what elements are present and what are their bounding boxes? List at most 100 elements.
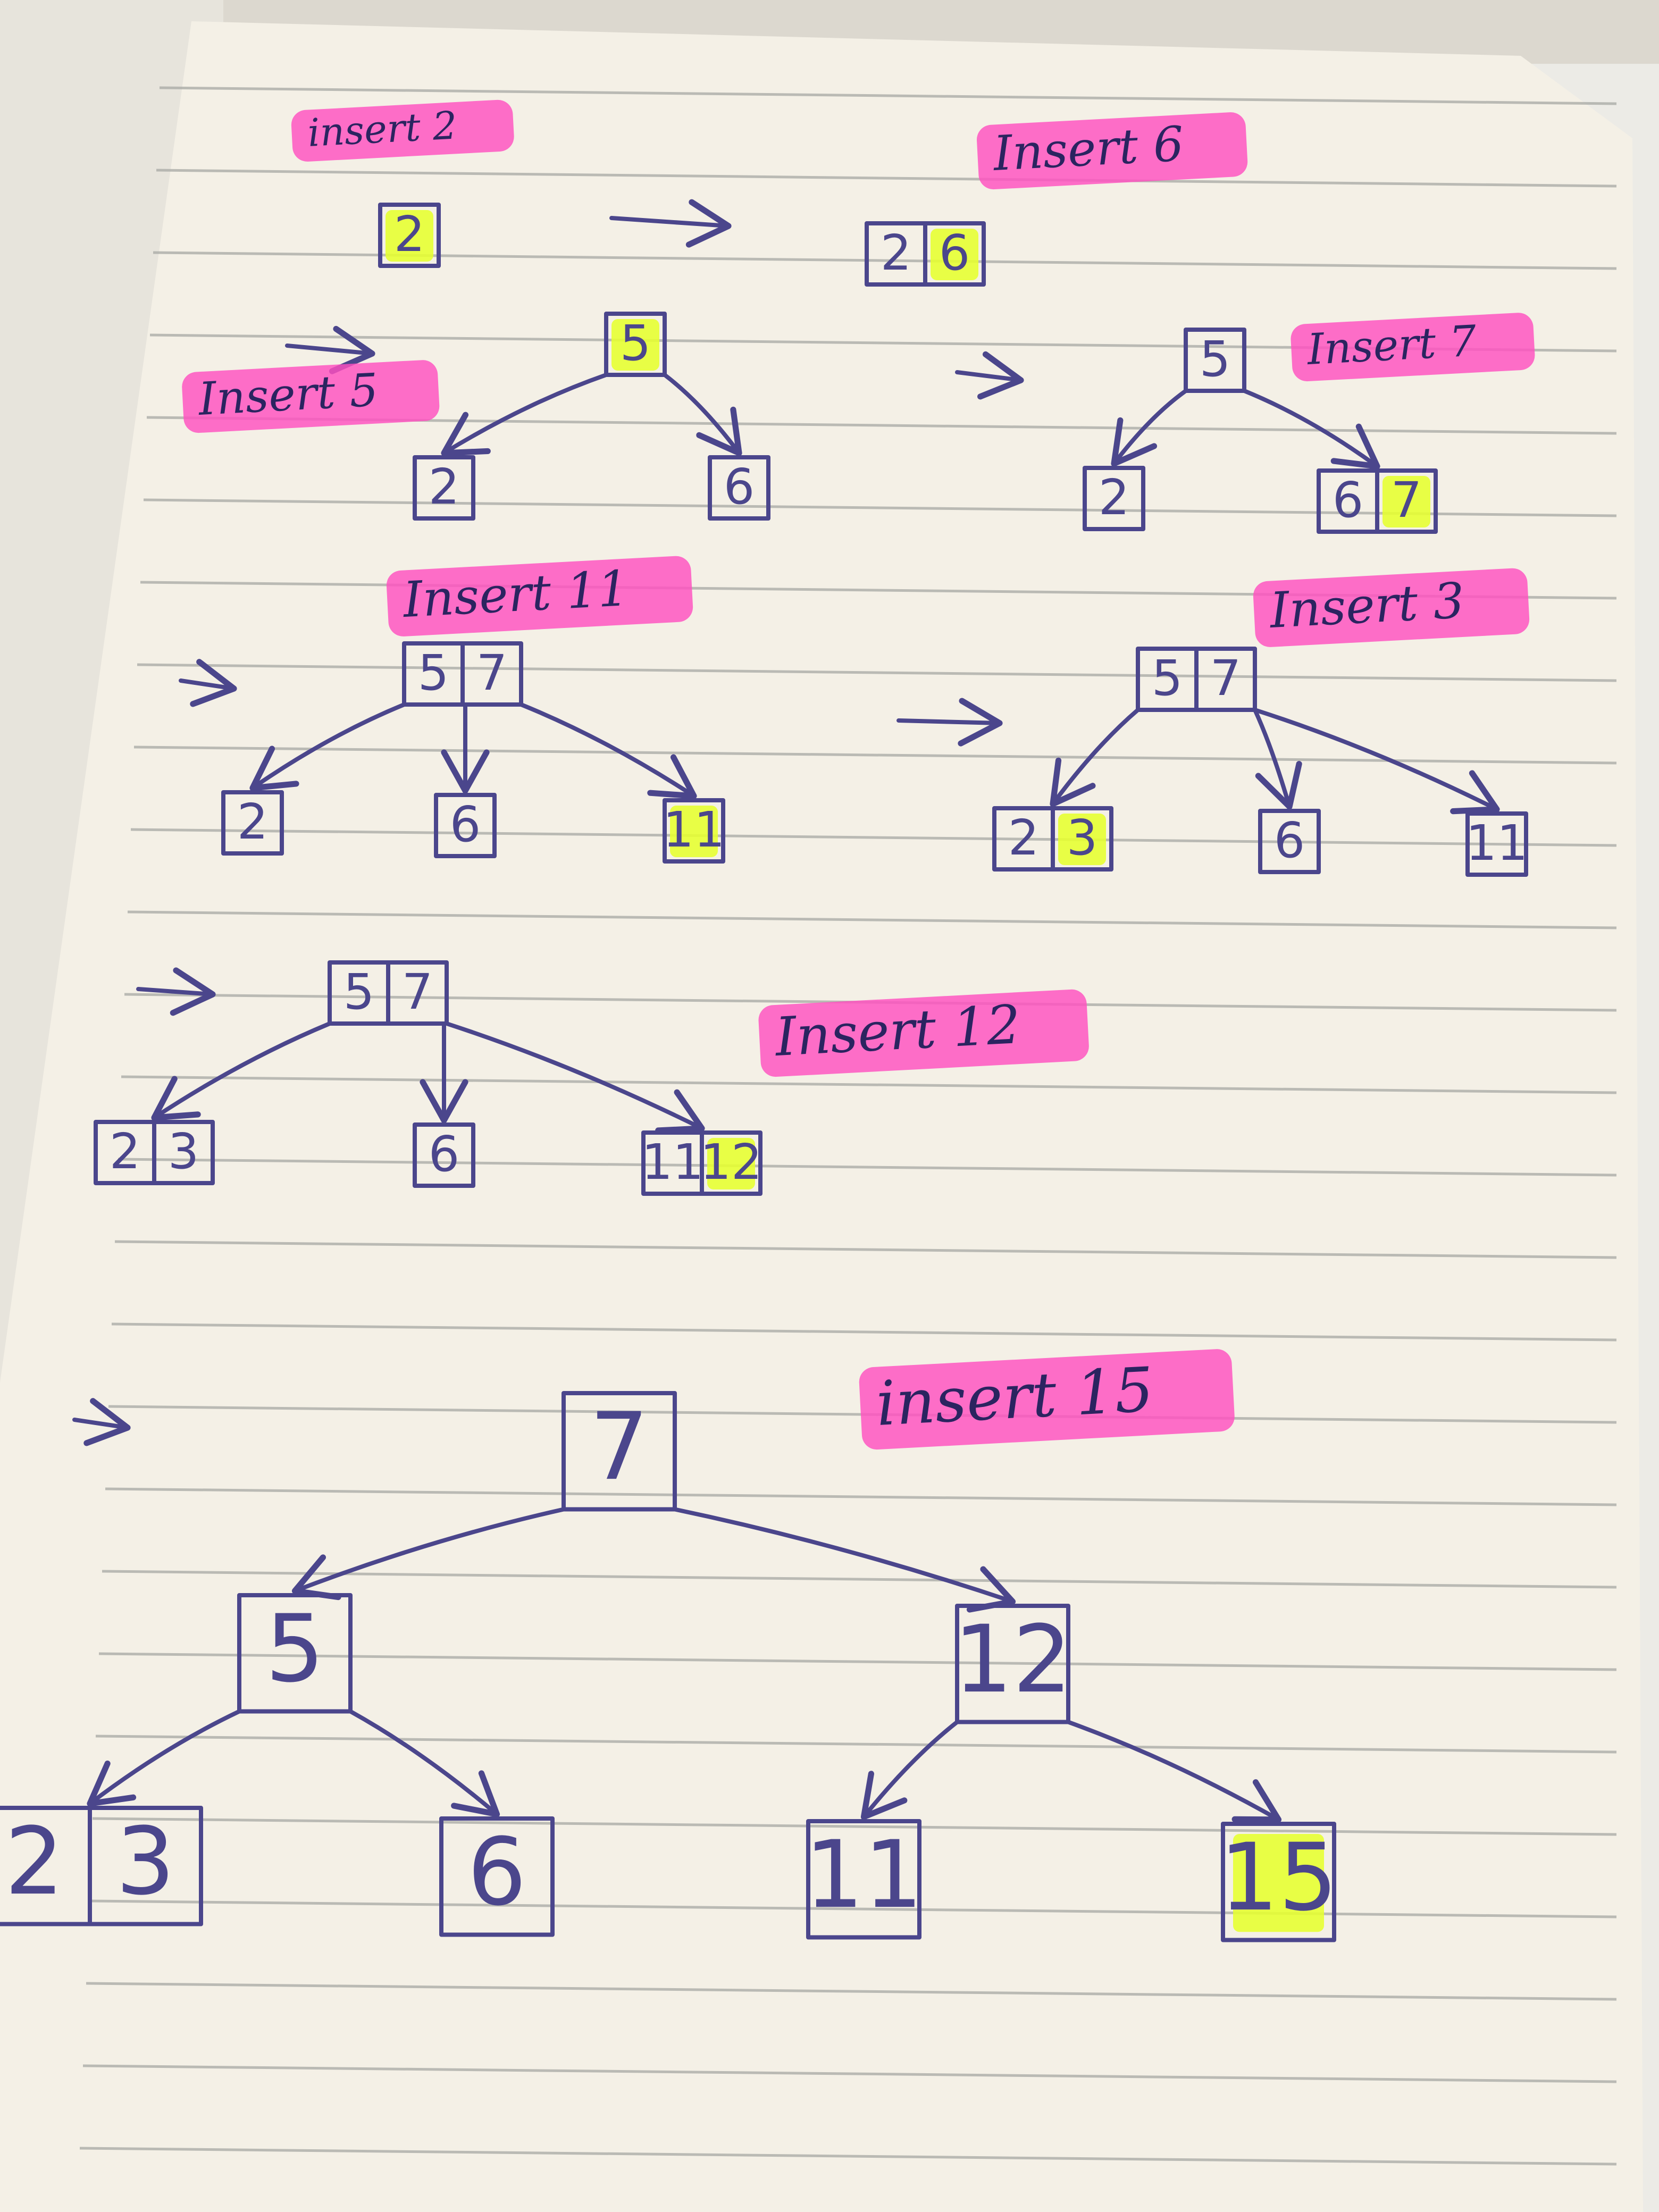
child-pointer-arrow (445, 1021, 705, 1134)
key-value: 2 (110, 1123, 141, 1180)
label-highlight (859, 1349, 1235, 1450)
step-label: Insert 12 (773, 993, 1022, 1068)
child-pointer-arrow (1242, 389, 1380, 470)
key-value: 7 (590, 1393, 649, 1501)
key-cell (434, 793, 497, 858)
btree-node: 15 (1219, 1822, 1338, 1942)
ruled-line (118, 1158, 1617, 1177)
ruled-line (143, 498, 1617, 517)
btree-node: 2 (1083, 466, 1145, 531)
child-pointer-arrow (673, 1507, 1016, 1613)
child-pointer-arrow (663, 373, 742, 456)
ruled-line (133, 745, 1617, 765)
tree-step: insert 22 (291, 99, 514, 268)
key-value: 5 (1200, 331, 1231, 388)
key-value: 6 (467, 1819, 526, 1926)
new-key-highlight (707, 1138, 755, 1189)
btree-node: 7 (562, 1391, 677, 1512)
key-value: 7 (402, 963, 433, 1020)
next-step-arrow (609, 199, 732, 248)
tree-step: Insert 5 5 2 6 (182, 312, 770, 521)
btree-node: 11 (1465, 811, 1528, 877)
child-pointer-arrow (1111, 389, 1188, 467)
key-value: 5 (620, 315, 651, 372)
key-cell (460, 641, 523, 707)
key-value: 11 (663, 801, 725, 858)
btree-node: 6 (413, 1122, 475, 1188)
btree-node: 12 (953, 1604, 1072, 1724)
btree-node: 5 (1184, 328, 1246, 393)
step-label: insert 2 (306, 103, 458, 155)
key-value: 3 (1067, 809, 1098, 866)
key-value: 5 (343, 963, 375, 1020)
child-pointer-arrow (87, 1709, 241, 1807)
child-pointer-arrow (860, 1720, 959, 1820)
ruled-line (137, 663, 1617, 682)
key-cell (1194, 647, 1257, 712)
ruled-line (114, 1240, 1617, 1259)
key-value: 12 (700, 1134, 762, 1191)
step-label: Insert 11 (401, 560, 631, 629)
key-value: 11 (641, 1134, 703, 1191)
ruled-line (79, 2147, 1617, 2166)
key-value: 12 (953, 1606, 1071, 1714)
new-key-highlight (1382, 476, 1430, 527)
ruled-line (89, 1899, 1617, 1918)
ruled-line (82, 2064, 1617, 2083)
new-key-highlight (386, 210, 433, 262)
key-value: 6 (724, 458, 755, 515)
key-value: 6 (1333, 472, 1364, 529)
ruled-line (111, 1322, 1617, 1342)
child-pointer-arrow (291, 1507, 566, 1601)
key-cell (1221, 1822, 1336, 1942)
label-highlight (1291, 313, 1535, 382)
key-value: 11 (1465, 815, 1528, 872)
btree-node: 6 (1258, 809, 1321, 874)
key-cell (413, 455, 475, 521)
next-step-arrow (72, 1398, 131, 1446)
key-value: 2 (237, 793, 269, 850)
label-highlight (182, 360, 440, 433)
key-value: 2 (429, 458, 460, 515)
btree-node: 2 (221, 790, 284, 856)
step-label: Insert 6 (991, 116, 1185, 182)
ruled-line (156, 169, 1617, 188)
key-value: 7 (1391, 472, 1422, 529)
key-cell (708, 455, 770, 521)
ruled-line (105, 1487, 1617, 1506)
btree-node: 6 (439, 1816, 555, 1937)
label-highlight (758, 989, 1089, 1077)
key-value: 7 (476, 644, 508, 701)
key-value: 5 (418, 644, 449, 701)
step-label: Insert 3 (1268, 572, 1466, 639)
key-value: 7 (1210, 650, 1242, 707)
child-pointer-arrow (348, 1709, 500, 1817)
key-value: 11 (805, 1821, 923, 1929)
key-cell (378, 203, 441, 268)
key-value: 2 (881, 224, 912, 281)
ruled-line (121, 1075, 1617, 1094)
step-label: Insert 5 (196, 364, 380, 426)
new-key-highlight (611, 319, 659, 371)
btree-node: 6 (434, 793, 497, 858)
key-value: 6 (429, 1126, 460, 1183)
new-key-highlight (931, 229, 978, 280)
key-cell (604, 312, 667, 377)
child-pointer-arrow (1253, 708, 1500, 815)
key-cell (1375, 468, 1438, 534)
next-step-arrow (955, 351, 1024, 400)
key-value: 6 (450, 796, 481, 853)
key-value: 2 (1008, 809, 1040, 866)
btree-node: 5 (237, 1593, 353, 1714)
new-key-highlight (670, 806, 718, 857)
key-cell (806, 1819, 921, 1940)
